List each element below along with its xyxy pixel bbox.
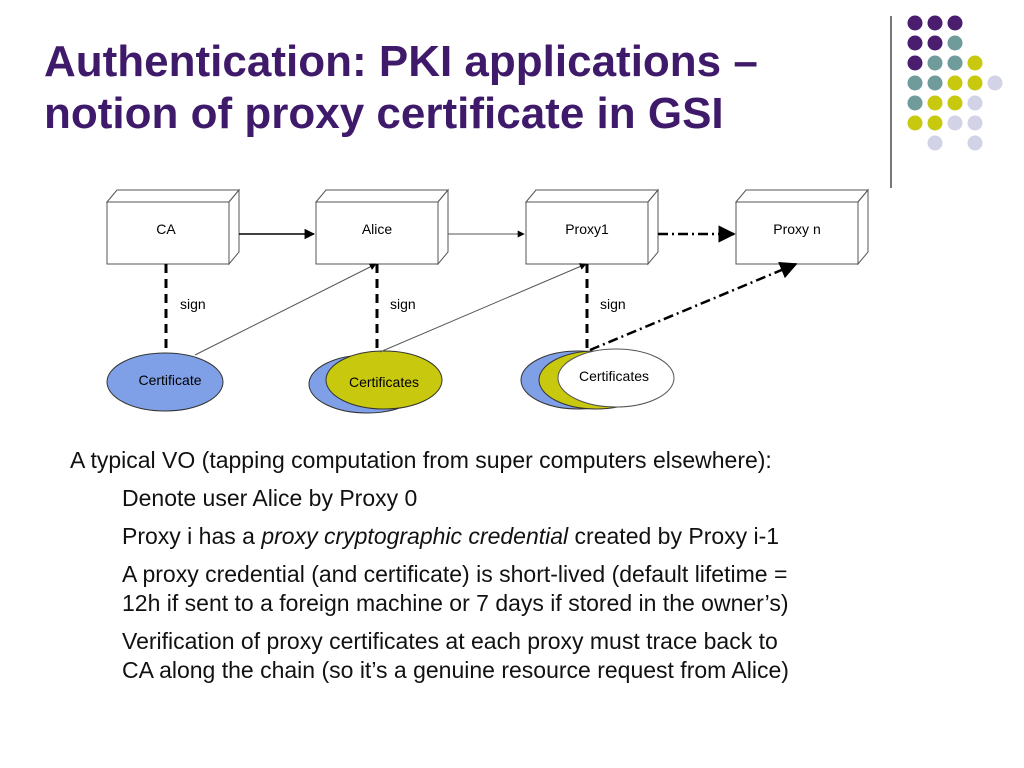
dot-teal (947, 35, 963, 51)
dot-yellow (947, 75, 963, 91)
dot-purple (927, 35, 943, 51)
dot-purple (907, 15, 923, 31)
dot-purple (927, 15, 943, 31)
box-proxy1: Proxy1 (524, 188, 660, 266)
bullet-typical-vo: A typical VO (tapping computation from s… (70, 447, 772, 473)
proxy-chain-diagram: CA Alice Proxy1 Proxy n sign sign sign C… (105, 188, 870, 414)
dot-teal (947, 55, 963, 71)
dot-purple (947, 15, 963, 31)
bullet-proxy-i-pre: Proxy i has a (122, 523, 262, 549)
dot-yellow (927, 95, 943, 111)
sign-label-ca: sign (180, 296, 206, 312)
box-alice: Alice (314, 188, 450, 266)
dot-purple (907, 35, 923, 51)
diag-cert-to-proxy1 (379, 263, 587, 353)
bullet-verification-line-2: CA along the chain (so it’s a genuine re… (122, 657, 789, 683)
box-alice-label: Alice (362, 221, 393, 237)
bullet-proxy-i-post: created by Proxy i-1 (568, 523, 780, 549)
bullet-short-lived: A proxy credential (and certificate) is … (122, 560, 970, 618)
bullet-denote-alice: Denote user Alice by Proxy 0 (122, 485, 418, 511)
cert-triple: Certificates (520, 348, 675, 410)
dot-lavender (967, 95, 983, 111)
dot-yellow (947, 95, 963, 111)
cert-double: Certificates (308, 350, 443, 414)
dot-teal (927, 55, 943, 71)
dot-teal (927, 75, 943, 91)
cert-double-label: Certificates (349, 374, 419, 390)
sign-label-alice: sign (390, 296, 416, 312)
dot-lavender (987, 75, 1003, 91)
title-line-1: Authentication: PKI applications – (44, 37, 758, 86)
bullet-short-lived-line-2: 12h if sent to a foreign machine or 7 da… (122, 590, 789, 616)
dot-yellow (907, 115, 923, 131)
dot-yellow (967, 55, 983, 71)
dot-purple (907, 55, 923, 71)
slide-title: Authentication: PKI applications – notio… (44, 36, 874, 140)
bullet-proxy-i-emphasis: proxy cryptographic credential (261, 523, 569, 549)
cert-triple-label: Certificates (579, 368, 649, 384)
diag-cert-to-alice (194, 263, 377, 356)
diag-cert-to-proxyn (589, 261, 798, 352)
title-divider (890, 16, 892, 188)
dot-yellow (967, 75, 983, 91)
bullet-short-lived-line-1: A proxy credential (and certificate) is … (122, 561, 788, 587)
bullet-verification-line-1: Verification of proxy certificates at ea… (122, 628, 778, 654)
title-line-2: notion of proxy certificate in GSI (44, 89, 724, 138)
cert-single: Certificate (106, 352, 224, 412)
bullet-verification: Verification of proxy certificates at ea… (122, 627, 970, 685)
box-proxyn: Proxy n (734, 188, 870, 266)
cert-single-label: Certificate (138, 372, 201, 388)
bullet-proxy-i: Proxy i has a proxy cryptographic creden… (122, 522, 970, 551)
box-proxyn-label: Proxy n (773, 221, 820, 237)
dot-teal (907, 75, 923, 91)
dot-lavender (927, 135, 943, 151)
decorative-dot-grid (907, 15, 1003, 151)
box-ca-label: CA (156, 221, 176, 237)
box-ca: CA (105, 188, 241, 266)
sign-label-proxy1: sign (600, 296, 626, 312)
dot-lavender (967, 135, 983, 151)
dot-lavender (947, 115, 963, 131)
box-proxy1-label: Proxy1 (565, 221, 609, 237)
dot-lavender (967, 115, 983, 131)
dot-teal (907, 95, 923, 111)
dot-yellow (927, 115, 943, 131)
body-text: A typical VO (tapping computation from s… (70, 446, 970, 694)
